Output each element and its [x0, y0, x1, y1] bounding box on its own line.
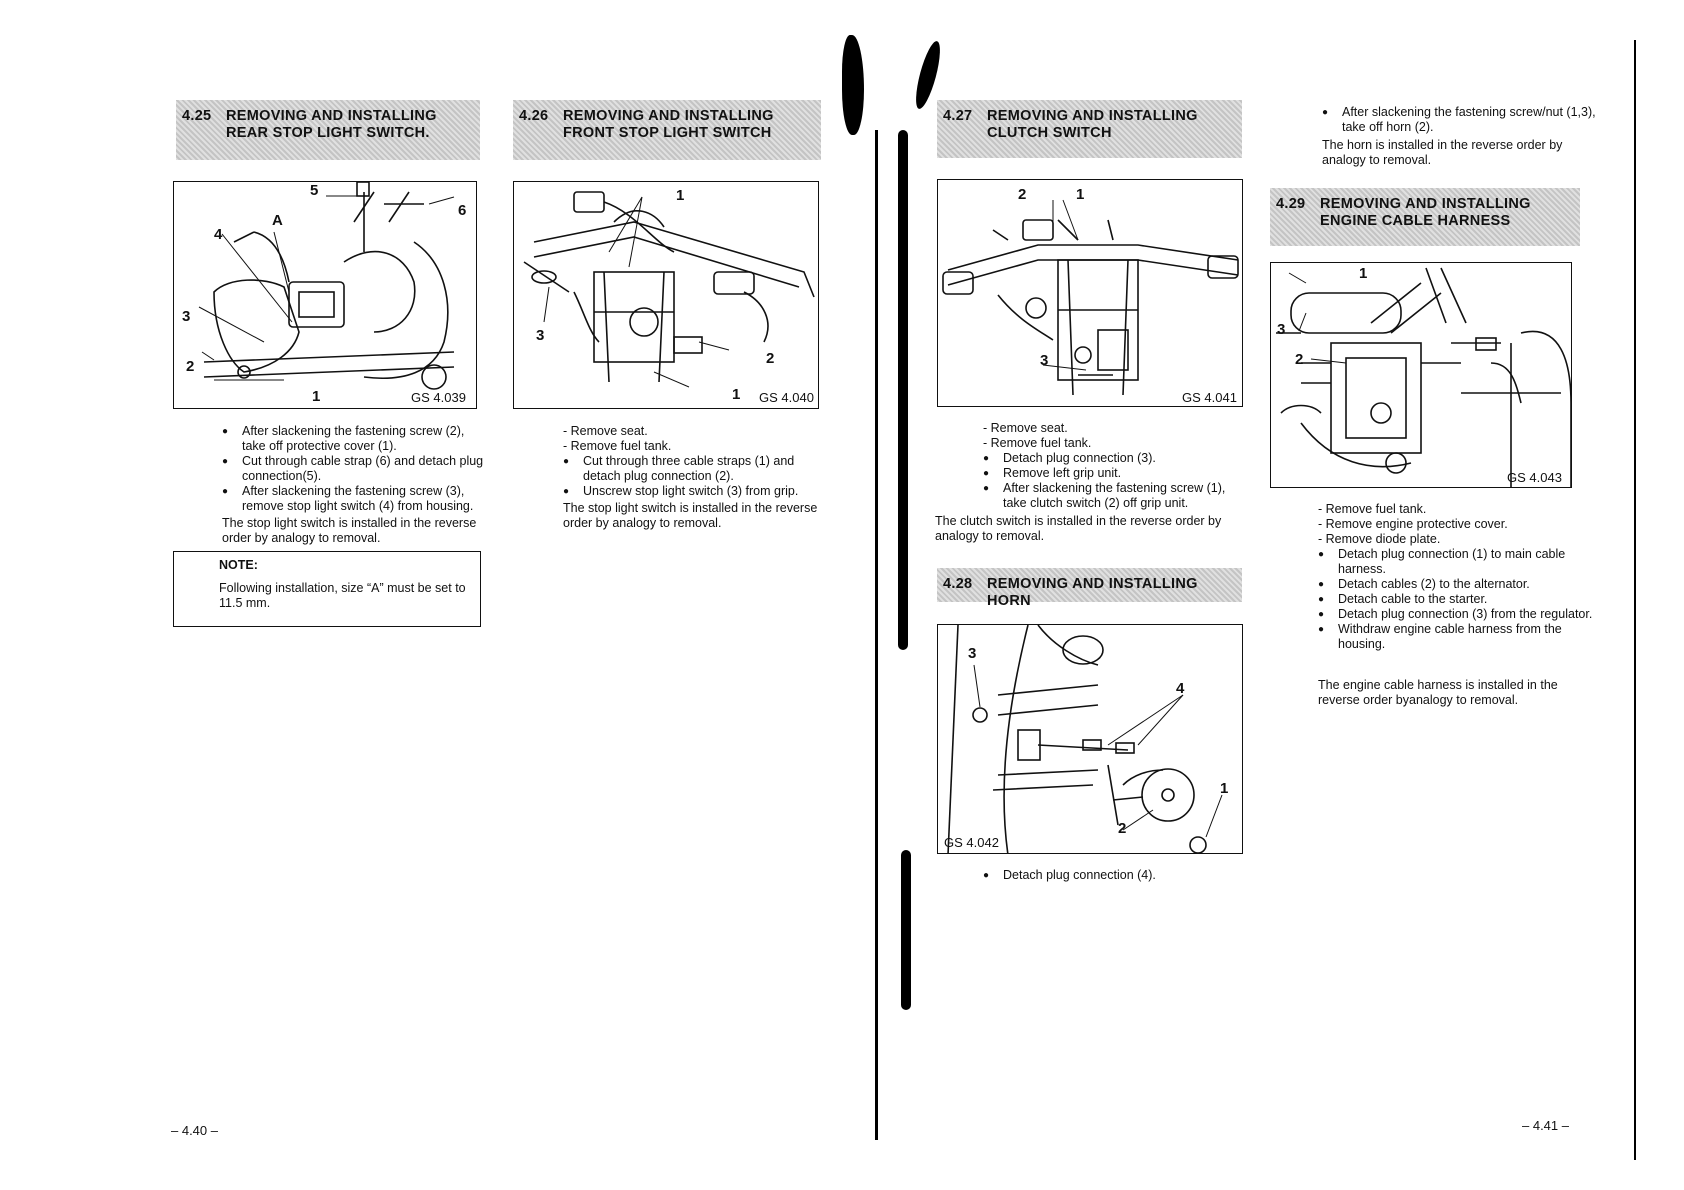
step-line: - Remove engine protective cover.	[1318, 517, 1508, 531]
engine-cable-harness-drawing	[1276, 267, 1571, 487]
bullet-step: Remove left grip unit.	[983, 466, 1245, 481]
callout-2: 2	[1295, 351, 1304, 368]
figure-id: GS 4.041	[1182, 390, 1237, 405]
callout-3: 3	[1040, 352, 1049, 369]
note-title: NOTE:	[219, 558, 258, 572]
scan-blot	[901, 850, 911, 1010]
callout-2: 2	[1018, 186, 1027, 203]
section-4-29-text: - Remove fuel tank. - Remove engine prot…	[1318, 502, 1598, 652]
scan-blot	[898, 130, 908, 650]
callout-3: 3	[1277, 321, 1286, 338]
bullet-step: Detach cables (2) to the alternator.	[1318, 577, 1598, 592]
bullet-step: Detach plug connection (4).	[983, 868, 1245, 883]
clutch-switch-drawing	[942, 199, 1239, 396]
install-note-4-29: The engine cable harness is installed in…	[1318, 678, 1558, 707]
figure-rear-stop-light-switch: 5 6 A 4 3 2 1 GS 4.039	[173, 181, 477, 409]
bullet-step: Cut through three cable straps (1) and d…	[563, 454, 825, 484]
callout-A: A	[272, 212, 283, 229]
bullet-step: After slackening the fastening screw (2)…	[222, 424, 484, 454]
callout-1: 1	[1359, 265, 1368, 282]
step-line: - Remove fuel tank.	[983, 436, 1092, 450]
step-line: - Remove seat.	[983, 421, 1068, 435]
horn-drawing	[947, 625, 1223, 853]
page-edge-line	[1634, 40, 1636, 1160]
callout-1-top: 1	[676, 187, 685, 204]
section-4-27-text: - Remove seat. - Remove fuel tank. Detac…	[983, 421, 1245, 511]
callout-1: 1	[1220, 780, 1229, 797]
section-number: 4.29	[1276, 196, 1306, 212]
figure-front-stop-light-switch: 1 3 2 1 GS 4.040	[513, 181, 819, 409]
section-title: REMOVING AND INSTALLING REAR STOP LIGHT …	[226, 108, 437, 141]
section-4-28-text: Detach plug connection (4).	[983, 868, 1245, 883]
section-number: 4.25	[182, 108, 212, 124]
front-stop-light-switch-drawing	[523, 191, 815, 388]
callout-3: 3	[968, 645, 977, 662]
section-header-4-28: 4.28 REMOVING AND INSTALLING HORN	[937, 568, 1242, 609]
bullet-step: Cut through cable strap (6) and detach p…	[222, 454, 484, 484]
section-header-4-26: 4.26 REMOVING AND INSTALLING FRONT STOP …	[513, 100, 821, 160]
bullet-step: After slackening the fastening screw/nut…	[1322, 105, 1598, 135]
scan-blot	[842, 35, 864, 135]
step-line: - Remove seat.	[563, 424, 648, 438]
bullet-step: Detach plug connection (1) to main cable…	[1318, 547, 1598, 577]
figure-horn: 3 4 1 2 GS 4.042	[937, 624, 1243, 854]
horn-install-note: The horn is installed in the reverse ord…	[1322, 138, 1563, 167]
section-4-25-text: After slackening the fastening screw (2)…	[222, 424, 484, 514]
bullet-step: After slackening the fastening screw (3)…	[222, 484, 484, 514]
step-line: - Remove diode plate.	[1318, 532, 1441, 546]
callout-4: 4	[214, 226, 223, 243]
section-header-4-25: 4.25 REMOVING AND INSTALLING REAR STOP L…	[176, 100, 480, 160]
figure-id: GS 4.043	[1507, 470, 1562, 485]
callout-5: 5	[310, 182, 319, 199]
note-text: Following installation, size “A” must be…	[219, 581, 466, 610]
figure-id: GS 4.040	[759, 390, 814, 405]
horn-continuation: After slackening the fastening screw/nut…	[1322, 105, 1598, 135]
rear-stop-light-switch-drawing	[198, 182, 455, 390]
bullet-step: Detach plug connection (3).	[983, 451, 1245, 466]
section-number: 4.28	[943, 576, 973, 592]
callout-2: 2	[766, 350, 775, 367]
bullet-step: Unscrew stop light switch (3) from grip.	[563, 484, 825, 499]
callout-3: 3	[182, 308, 191, 325]
callout-2: 2	[1118, 820, 1127, 837]
bullet-step: Detach cable to the starter.	[1318, 592, 1598, 607]
bullet-step: After slackening the fastening screw (1)…	[983, 481, 1245, 511]
callout-3: 3	[536, 327, 545, 344]
figure-id: GS 4.039	[411, 390, 466, 405]
callout-1: 1	[312, 388, 321, 405]
callout-6: 6	[458, 202, 467, 219]
section-title: REMOVING AND INSTALLING FRONT STOP LIGHT…	[563, 108, 774, 141]
figure-engine-cable-harness: 1 3 2 GS 4.043	[1270, 262, 1572, 488]
section-header-4-27: 4.27 REMOVING AND INSTALLING CLUTCH SWIT…	[937, 100, 1242, 158]
step-line: - Remove fuel tank.	[563, 439, 672, 453]
bullet-step: Detach plug connection (3) from the regu…	[1318, 607, 1598, 622]
page-number-left: – 4.40 –	[171, 1123, 218, 1138]
callout-1-bottom: 1	[732, 386, 741, 403]
section-title: REMOVING AND INSTALLING ENGINE CABLE HAR…	[1320, 196, 1531, 229]
figure-clutch-switch: 2 1 3 GS 4.041	[937, 179, 1243, 407]
section-number: 4.26	[519, 108, 549, 124]
install-note-4-27: The clutch switch is installed in the re…	[935, 514, 1222, 543]
section-title: REMOVING AND INSTALLING HORN	[987, 576, 1198, 609]
install-note-4-25: The stop light switch is installed in th…	[222, 516, 477, 545]
bullet-step: Withdraw engine cable harness from the h…	[1318, 622, 1598, 652]
callout-4: 4	[1176, 680, 1185, 697]
binding-line	[875, 130, 878, 1140]
section-header-4-29: 4.29 REMOVING AND INSTALLING ENGINE CABL…	[1270, 188, 1580, 246]
section-number: 4.27	[943, 108, 973, 124]
callout-1: 1	[1076, 186, 1085, 203]
page-number-right: – 4.41 –	[1522, 1118, 1569, 1133]
section-title: REMOVING AND INSTALLING CLUTCH SWITCH	[987, 108, 1198, 141]
note-box: NOTE: Following installation, size “A” m…	[173, 551, 481, 627]
section-4-26-text: - Remove seat. - Remove fuel tank. Cut t…	[563, 424, 825, 499]
callout-2: 2	[186, 358, 195, 375]
install-note-4-26: The stop light switch is installed in th…	[563, 501, 818, 530]
figure-id: GS 4.042	[944, 835, 999, 850]
step-line: - Remove fuel tank.	[1318, 502, 1427, 516]
